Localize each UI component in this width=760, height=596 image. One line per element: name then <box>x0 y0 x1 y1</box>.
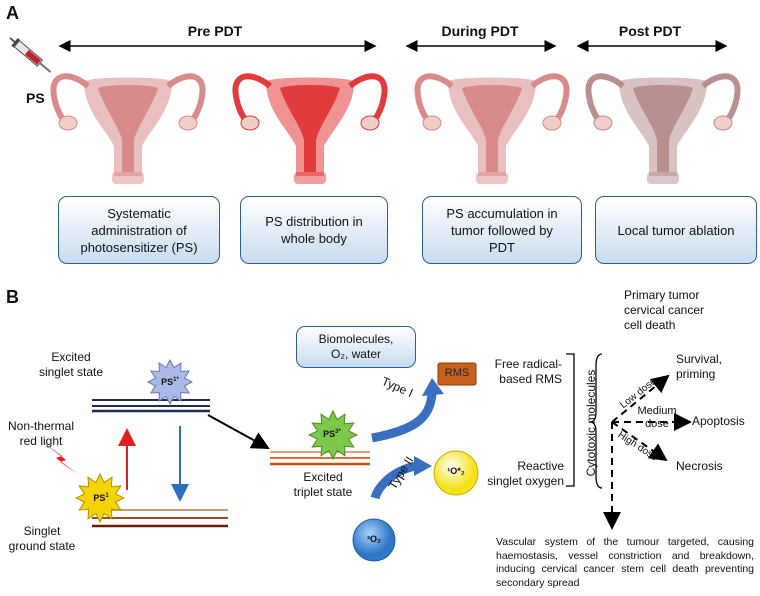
uterus-illustration <box>585 73 741 184</box>
step-box-2: PS distribution in whole body <box>240 196 388 264</box>
panel-a-label: A <box>6 3 19 23</box>
panel-a-graphics <box>9 37 741 184</box>
triplet-o2-label: ³O₂ <box>367 534 381 544</box>
brace <box>589 353 603 489</box>
uterus-illustration <box>232 73 388 184</box>
ps-label: PS <box>26 90 45 106</box>
biomolecules-box: Biomolecules, O₂, water <box>296 326 416 368</box>
ps1-label: PS1 <box>93 493 109 503</box>
ps3star-label: PS3* <box>323 429 341 439</box>
survival-label: Survival, priming <box>676 352 723 381</box>
panel-b-label: B <box>6 287 19 307</box>
triplet-o2-circle <box>352 518 396 562</box>
light-label: Non-thermal red light <box>7 419 75 448</box>
step-box-4: Local tumor ablation <box>595 196 757 264</box>
pre-pdt-label: Pre PDT <box>187 23 243 39</box>
uterus-illustration <box>414 73 570 184</box>
syringe-icon <box>9 37 52 73</box>
reactive-label: Reactive singlet oxygen <box>487 459 564 488</box>
panel-b-graphics <box>40 353 692 562</box>
triplet-levels <box>270 451 370 466</box>
medium-dose-label: Medium dose <box>637 405 677 430</box>
excited-triplet-label: Excited triplet state <box>293 470 353 499</box>
necrosis-label: Necrosis <box>676 459 723 473</box>
ps1star-label: PS1* <box>161 377 179 387</box>
cytotoxic-label: Cytotoxic molecules <box>584 369 598 477</box>
apoptosis-label: Apoptosis <box>692 414 745 428</box>
isc-arrow <box>207 414 270 449</box>
singlet-o2-circle <box>433 450 479 496</box>
lightning-icon <box>40 440 78 474</box>
singlet-o2-label: ¹O*₂ <box>447 466 465 476</box>
ps3star-star <box>307 409 359 461</box>
type1-arrow <box>371 393 437 443</box>
excited-singlet-levels <box>92 399 210 413</box>
primary-label: Primary tumor cervical cancer cell death <box>624 288 705 332</box>
post-pdt-label: Post PDT <box>618 23 682 39</box>
low-dose-arrow <box>611 374 670 423</box>
ps1star-star <box>146 358 194 406</box>
ground-state-label: Singlet ground state <box>8 524 76 553</box>
rms-box <box>437 362 477 386</box>
ps1-star <box>74 472 126 524</box>
step-box-3: PS accumulation in tumor followed by PDT <box>422 196 582 264</box>
free-radical-label: Free radical- based RMS <box>494 357 562 386</box>
during-pdt-label: During PDT <box>441 23 519 39</box>
uterus-illustration <box>50 73 206 184</box>
step-box-1: Systematic administration of photosensit… <box>58 196 220 264</box>
rms-label: RMS <box>444 367 470 379</box>
bracket <box>566 353 575 487</box>
excited-singlet-label: Excited singlet state <box>38 350 104 379</box>
vascular-label: Vascular system of the tumour targeted, … <box>496 536 754 589</box>
type2-arrow <box>370 461 418 500</box>
